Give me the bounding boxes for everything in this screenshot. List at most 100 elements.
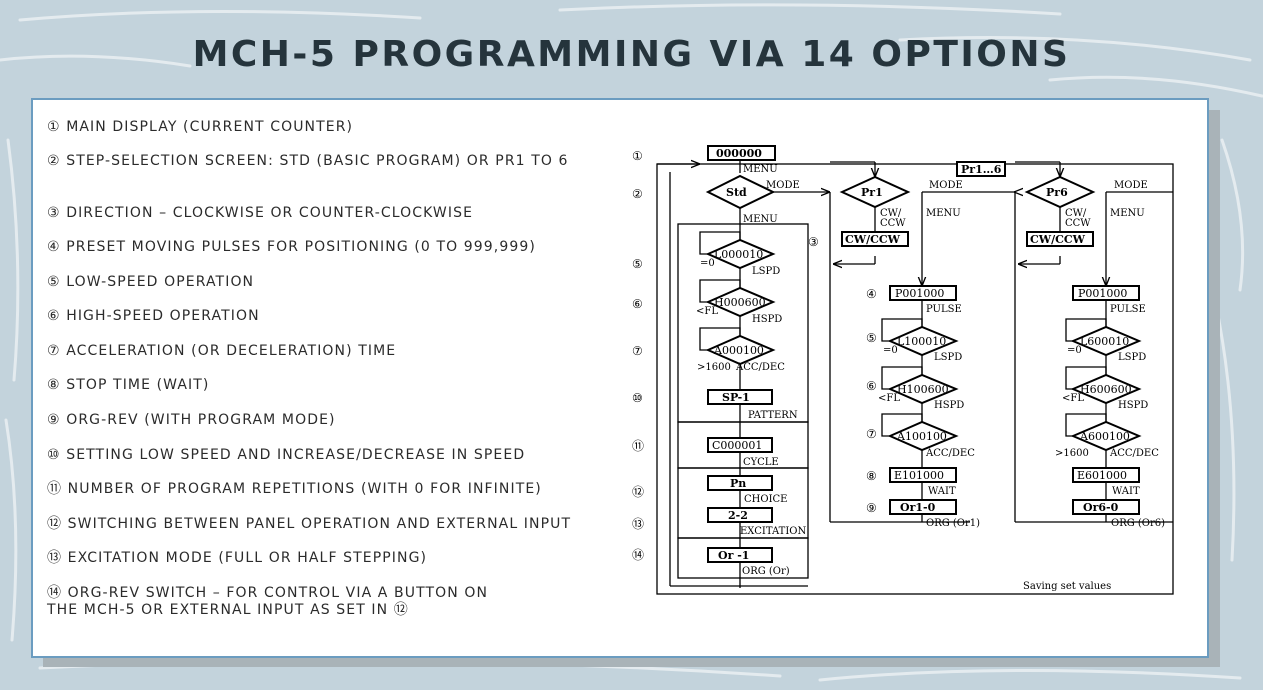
pr1-pulse-value: P001000	[895, 287, 944, 300]
std-hspd-value: H000600	[714, 296, 766, 309]
page-title: MCH-5 PROGRAMMING VIA 14 OPTIONS	[192, 34, 1071, 75]
std-pattern-value: SP-1	[722, 391, 750, 404]
std-excitation-value: 2-2	[728, 509, 748, 522]
marker-10: ⑩	[632, 391, 643, 405]
pr6-cw-box-label: CW/CCW	[1030, 233, 1086, 246]
marker-7-pr1: ⑦	[866, 427, 877, 441]
pr6-pulse-label: PULSE	[1110, 304, 1146, 315]
programming-flowchart: ① ② ③ ④ ⑤ ⑥ ⑦ ⑧ ⑨ ⑩ ⑪ ⑫ ⑬ ⑭ ⑤ ⑥ ⑦ 000000…	[632, 145, 1174, 595]
std-cycle-label: CYCLE	[743, 457, 779, 468]
std-choice-value: Pn	[730, 477, 746, 490]
pr1-org-label: ORG (Or1)	[926, 518, 980, 529]
marker-12: ⑫	[632, 485, 644, 499]
std-org-value: Or -1	[718, 549, 749, 562]
marker-9: ⑨	[866, 501, 877, 515]
pr1-ccw-label: CCW	[880, 218, 906, 229]
std-lspd-side: =0	[700, 258, 715, 269]
pr6-acc-diamond	[1070, 420, 1142, 452]
pr1-org-value: Or1-0	[900, 501, 936, 514]
pr1-wait-label: WAIT	[928, 486, 956, 497]
pr1-pulse-box	[889, 285, 957, 301]
content-card: ① MAIN DISPLAY (CURRENT COUNTER) ② STEP-…	[31, 98, 1209, 658]
pr1-cw-label: CW/	[880, 208, 902, 219]
outer-frame	[656, 163, 1174, 595]
pr1-lspd-label: LSPD	[934, 352, 962, 363]
pr-range-label: Pr1…6	[961, 163, 1002, 176]
marker-6: ⑥	[632, 297, 643, 311]
pr6-ccw-label: CCW	[1065, 218, 1091, 229]
marker-6-pr1: ⑥	[866, 379, 877, 393]
std-lspd-diamond	[705, 238, 776, 270]
std-lspd-value: L000010	[714, 248, 763, 261]
pr1-diamond	[839, 175, 911, 209]
pr6-lspd-label: LSPD	[1118, 352, 1146, 363]
pr1-acc-diamond	[887, 420, 959, 452]
pr6-cw-box	[1026, 231, 1094, 247]
pr1-lspd-value: L100010	[897, 335, 946, 348]
pr6-wait-label: WAIT	[1112, 486, 1140, 497]
pr6-org-value: Or6-0	[1083, 501, 1119, 514]
option-4: ④ PRESET MOVING PULSES FOR POSITIONING (…	[47, 239, 536, 255]
pr1-cw-box-label: CW/CCW	[845, 233, 901, 246]
pr6-wait-box	[1072, 467, 1140, 483]
pr1-lspd-diamond	[887, 325, 959, 357]
pr6-acc-label: ACC/DEC	[1109, 448, 1159, 459]
std-hspd-label: HSPD	[752, 314, 782, 325]
pr1-hspd-value: H100600	[897, 383, 949, 396]
marker-3: ③	[808, 235, 819, 249]
std-choice-label: CHOICE	[744, 494, 787, 505]
pr6-acc-side: >1600	[1055, 448, 1089, 459]
std-choice-box	[707, 475, 773, 491]
std-menu-label: MENU	[743, 164, 778, 175]
pr1-label: Pr1	[861, 186, 883, 199]
std-lspd-label: LSPD	[752, 266, 780, 277]
option-3: ③ DIRECTION – CLOCKWISE OR COUNTER-CLOCK…	[47, 205, 474, 221]
std-label: Std	[726, 186, 747, 199]
marker-1: ①	[632, 149, 643, 163]
std-hspd-diamond	[705, 286, 776, 318]
marker-11: ⑪	[632, 439, 644, 453]
main-display-box	[707, 145, 776, 161]
std-org-label: ORG (Or)	[742, 566, 790, 577]
std-org-box	[707, 547, 773, 563]
option-8: ⑧ STOP TIME (WAIT)	[47, 377, 210, 393]
option-1: ① MAIN DISPLAY (CURRENT COUNTER)	[47, 119, 354, 135]
pr1-menu-label: MENU	[926, 208, 961, 219]
pr1-cw-box	[841, 231, 909, 247]
marker-8: ⑧	[866, 469, 877, 483]
option-2: ② STEP-SELECTION SCREEN: STD (BASIC PROG…	[47, 153, 569, 169]
marker-14: ⑭	[632, 548, 644, 562]
marker-5: ⑤	[632, 257, 643, 271]
pr6-cw-label: CW/	[1065, 208, 1087, 219]
pr6-hspd-diamond	[1070, 373, 1142, 405]
option-11: ⑪ NUMBER OF PROGRAM REPETITIONS (WITH 0 …	[47, 481, 542, 497]
pr1-pulse-label: PULSE	[926, 304, 962, 315]
std-acc-side: >1600	[697, 362, 731, 373]
pr1-org-box	[889, 499, 957, 515]
pr6-org-box	[1072, 499, 1140, 515]
pr1-acc-label: ACC/DEC	[925, 448, 975, 459]
std-acc-value: A000100	[713, 344, 764, 357]
marker-2: ②	[632, 187, 643, 201]
option-13: ⑬ EXCITATION MODE (FULL OR HALF STEPPING…	[47, 550, 428, 566]
pr6-lspd-side: =0	[1067, 345, 1082, 356]
option-10: ⑩ SETTING LOW SPEED AND INCREASE/DECREAS…	[47, 447, 526, 463]
main-display-value: 000000	[716, 147, 762, 160]
pr6-diamond	[1024, 175, 1096, 209]
pr6-acc-value: A600100	[1079, 430, 1130, 443]
pr1-wait-box	[889, 467, 957, 483]
pr6-mode-label: MODE	[1114, 180, 1148, 191]
pr6-menu-label: MENU	[1110, 208, 1145, 219]
pr1-mode-label: MODE	[929, 180, 963, 191]
std-mode-label: MODE	[766, 180, 800, 191]
pr6-lspd-diamond	[1070, 325, 1142, 357]
pr1-hspd-label: HSPD	[934, 400, 964, 411]
std-menu-label-2: MENU	[743, 214, 778, 225]
pr1-hspd-side: <FL	[878, 393, 900, 404]
marker-5-pr1: ⑤	[866, 331, 877, 345]
pr6-org-label: ORG (Or6)	[1111, 518, 1165, 529]
option-7: ⑦ ACCELERATION (OR DECELERATION) TIME	[47, 343, 397, 359]
option-6: ⑥ HIGH-SPEED OPERATION	[47, 308, 260, 324]
pr6-hspd-side: <FL	[1062, 393, 1084, 404]
pr6-hspd-label: HSPD	[1118, 400, 1148, 411]
